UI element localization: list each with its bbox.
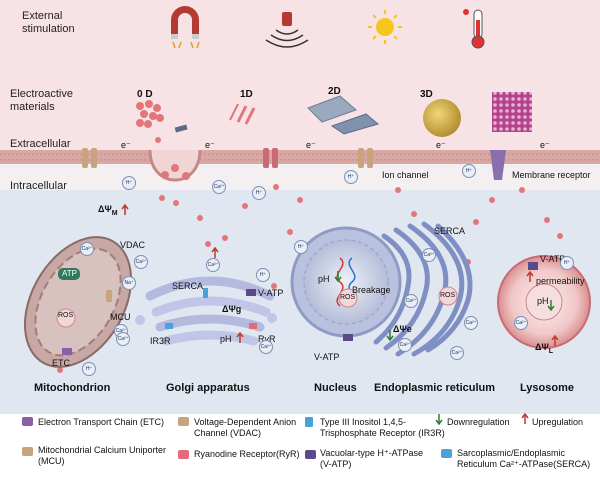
ion-bubble-h: H⁺ [560, 256, 574, 270]
nucleus [290, 226, 402, 341]
material-2d [307, 95, 380, 135]
ion-bubble-ca: Ca²⁺ [514, 316, 528, 330]
electron-label: e⁻ [306, 140, 316, 150]
ion-channel-label: Ion channel [382, 170, 429, 180]
legend-down: Downregulation [447, 417, 510, 427]
lysosome-vatp-label: V-ATP [540, 254, 566, 264]
golgi-serca-label: SERCA [172, 281, 204, 291]
ion-bubble-ca: Ca²⁺ [422, 248, 436, 262]
electron-label: e⁻ [436, 140, 446, 150]
membrane-receptor-label: Membrane receptor [512, 170, 591, 180]
endoplasmic-reticulum [373, 221, 473, 357]
breakage-label: Breakage [352, 285, 391, 295]
ion-bubble-h: H⁺ [344, 170, 358, 184]
mito-delta-psi: ΔΨM [98, 204, 118, 217]
lysosome-delta-psi-sub: L [548, 347, 554, 355]
ion-bubble-ca: Ca²⁺ [80, 242, 94, 256]
etc-label: ETC [52, 358, 70, 368]
vdac-label: VDAC [120, 240, 146, 250]
mito-ros-label: ROS [58, 312, 74, 319]
dimension-0d: 0 D [137, 89, 153, 100]
electron-label: e⁻ [205, 140, 215, 150]
ion-bubble-h: H⁺ [256, 268, 270, 282]
ion-bubble-ca: Ca²⁺ [134, 255, 148, 269]
golgi-vatp-label: V-ATP [258, 288, 284, 298]
membrane-ion-channels [82, 148, 506, 180]
legend-vatp: Vacuolar-type H⁺-ATPase (V-ATP) [320, 448, 423, 469]
ryr-label: RyR [258, 334, 276, 344]
legend-ryr: Ryanodine Receptor(RyR) [194, 449, 300, 459]
lysosome-title: Lysosome [520, 382, 575, 394]
dimension-1d: 1D [240, 89, 253, 100]
ion-bubble-h: H⁺ [462, 164, 476, 178]
ultrasound-icon [265, 12, 309, 48]
permeability-label: permeability [536, 276, 585, 286]
er-ros [438, 286, 458, 306]
thermometer-icon [463, 9, 485, 49]
legend-vdac: Voltage-Dependent Anion Channel (VDAC) [194, 417, 297, 438]
golgi-apparatus [135, 276, 277, 346]
ion-bubble-ca: Ca²⁺ [206, 258, 220, 272]
golgi-ph-label: pH [220, 334, 232, 344]
row-label-extracellular: Extracellular [10, 138, 71, 150]
mcu-label: MCU [110, 312, 131, 322]
legend-up: Upregulation [532, 417, 584, 427]
row-label-materials: Electroactive materials [10, 88, 73, 113]
legend-mcu: Mitochondrial Calcium Uniporter (MCU) [38, 445, 167, 466]
nucleus-vatp-label: V-ATP [314, 352, 340, 362]
lysosome-delta-psi-symbol: ΔΨ [535, 342, 549, 352]
dimension-2d: 2D [328, 86, 341, 97]
material-0d [136, 100, 188, 133]
ion-bubble-na: Na⁺ [122, 276, 136, 290]
ion-bubble-ca: Ca²⁺ [450, 346, 464, 360]
ion-bubble-h: H⁺ [252, 186, 266, 200]
electron-label: e⁻ [540, 140, 550, 150]
er-ros-label: ROS [440, 292, 456, 299]
ion-bubble-ca: Ca²⁺ [464, 316, 478, 330]
ion-bubble-ca: Ca²⁺ [212, 180, 226, 194]
magnet-icon [171, 6, 200, 49]
ion-bubble-ca: Ca²⁺ [259, 340, 273, 354]
legend-etc: Electron Transport Chain (ETC) [38, 417, 165, 427]
row-label-intracellular: Intracellular [10, 180, 67, 192]
mito-delta-psi-sub: M [111, 209, 118, 217]
legend-ir3r: Type III Inositol 1,4,5- Trisphosphate R… [320, 417, 445, 438]
regulation-arrows [121, 203, 559, 346]
er-delta-psi: ΔΨe [393, 324, 412, 334]
er-title: Endoplasmic reticulum [374, 382, 496, 394]
nucleus-ros-label: ROS [340, 294, 356, 301]
legend: Electron Transport Chain (ETC) Mitochond… [0, 414, 600, 481]
ion-bubble-h: H⁺ [294, 240, 308, 254]
mitochondrion-title: Mitochondrion [34, 382, 111, 394]
nucleus-ph-label: pH [318, 274, 330, 284]
ion-bubble-ca: Ca²⁺ [398, 338, 412, 352]
particles [57, 137, 563, 373]
lysosome-ph-label: pH [537, 296, 549, 306]
light-icon [368, 10, 402, 44]
legend-serca: Sarcoplasmic/Endoplasmic Reticulum Ca²⁺-… [457, 448, 591, 469]
material-3d-sphere [423, 99, 461, 137]
electron-label: e⁻ [121, 140, 131, 150]
golgi-delta-psi: ΔΨg [222, 304, 242, 314]
legend-icons [22, 412, 529, 459]
er-serca-label: SERCA [434, 226, 466, 236]
material-1d [229, 103, 256, 125]
ion-bubble-h: H⁺ [122, 176, 136, 190]
nucleus-title: Nucleus [314, 382, 357, 394]
ion-bubble-h: H⁺ [82, 362, 96, 376]
material-3d-scaffold [492, 92, 532, 132]
lysosome-delta-psi: ΔΨL [535, 342, 553, 355]
row-label-external: External stimulation [22, 10, 75, 35]
ion-bubble-ca: Ca²⁺ [116, 332, 130, 346]
golgi-title: Golgi apparatus [166, 382, 250, 394]
ir3r-label: IR3R [150, 336, 171, 346]
mito-delta-psi-symbol: ΔΨ [98, 204, 112, 214]
atp-label: ATP [62, 269, 77, 278]
ion-bubble-ca: Ca²⁺ [404, 294, 418, 308]
dimension-3d: 3D [420, 89, 433, 100]
